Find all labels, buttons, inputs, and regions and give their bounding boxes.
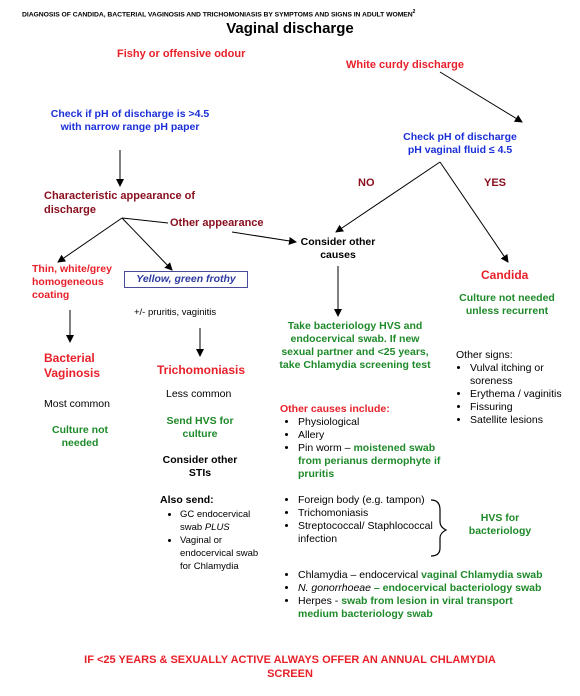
- list-item: Streptococcal/ Staphlococcal infection: [298, 520, 434, 546]
- bv-most-common: Most common: [44, 398, 110, 410]
- pruritis-note: +/- pruritis, vaginitis: [134, 307, 217, 318]
- candida: Candida: [481, 268, 529, 282]
- list-item: GC endocervical swab PLUS: [180, 508, 266, 534]
- hvs-for-bacteriology: HVS for bacteriology: [468, 512, 532, 537]
- tricho-less-common: Less common: [166, 388, 232, 400]
- yellow-green-frothy-box: Yellow, green frothy: [124, 271, 248, 288]
- candida-culture-note: Culture not needed unless recurrent: [459, 292, 555, 317]
- trichomoniasis: Trichomoniasis: [157, 363, 246, 377]
- thin-white-grey: Thin, white/grey homogeneous coating: [32, 263, 112, 301]
- send-hvs-culture: Send HVS for culture: [166, 415, 234, 440]
- other-appearance: Other appearance: [170, 217, 264, 229]
- list-item: Pin worm – moistened swab from perianus …: [298, 442, 454, 481]
- footer-note: IF <25 YEARS & SEXUALLY ACTIVE ALWAYS OF…: [84, 654, 496, 680]
- arrow-no: [335, 161, 441, 233]
- other-signs-list: Vulval itching or soreness Erythema / va…: [456, 362, 566, 427]
- list-item: N. gonorrhoeae – endocervical bacteriolo…: [298, 582, 546, 595]
- list-item: Erythema / vaginitis: [470, 388, 566, 401]
- list-item: Chlamydia – endocervical vaginal Chlamyd…: [298, 569, 546, 582]
- arrow-curdy-to-ph: [439, 71, 523, 123]
- also-send-list: GC endocervical swab PLUS Vaginal or end…: [166, 508, 266, 573]
- list-item: Trichomoniasis: [298, 507, 434, 520]
- yes-label: YES: [484, 177, 507, 189]
- list-item: Herpes - swab from lesion in viral trans…: [298, 595, 546, 621]
- diagram-title: DIAGNOSIS OF CANDIDA, BACTERIAL VAGINOSI…: [22, 9, 416, 19]
- other-causes-list-3: Chlamydia – endocervical vaginal Chlamyd…: [284, 569, 546, 621]
- bv-culture-not-needed: Culture not needed: [52, 424, 108, 449]
- list-item: Physiological: [298, 416, 454, 429]
- other-signs-label: Other signs:: [456, 349, 513, 361]
- arrow-yes: [439, 161, 509, 263]
- arrow-to-yellow: [121, 217, 173, 271]
- list-item: Foreign body (e.g. tampon): [298, 494, 434, 507]
- arrow-to-other-appearance: [121, 217, 169, 224]
- white-curdy-label: White curdy discharge: [346, 59, 464, 71]
- other-causes-list-2: Foreign body (e.g. tampon) Trichomoniasi…: [284, 494, 434, 546]
- also-send-label: Also send:: [160, 494, 214, 506]
- list-item: Vulval itching or soreness: [470, 362, 566, 388]
- bacterial-vaginosis: Bacterial Vaginosis: [44, 351, 101, 380]
- other-causes-label: Other causes include:: [280, 403, 390, 415]
- arrow-other-to-consider: [231, 231, 297, 245]
- curly-brace: [430, 499, 448, 557]
- other-causes-list: Physiological Allery Pin worm – moistene…: [284, 416, 454, 481]
- main-title: Vaginal discharge: [226, 20, 354, 37]
- list-item: Satellite lesions: [470, 414, 566, 427]
- arrow-to-thin: [57, 217, 123, 263]
- take-bacteriology: Take bacteriology HVS and endocervical s…: [279, 320, 431, 371]
- list-item: Vaginal or endocervical swab for Chlamyd…: [180, 534, 266, 573]
- fishy-odour-label: Fishy or offensive odour: [117, 48, 246, 60]
- list-item: Allery: [298, 429, 454, 442]
- list-item: Fissuring: [470, 401, 566, 414]
- consider-other-causes: Consider other causes: [300, 236, 376, 261]
- consider-other-stis: Consider other STIs: [162, 454, 238, 479]
- no-label: NO: [358, 177, 375, 189]
